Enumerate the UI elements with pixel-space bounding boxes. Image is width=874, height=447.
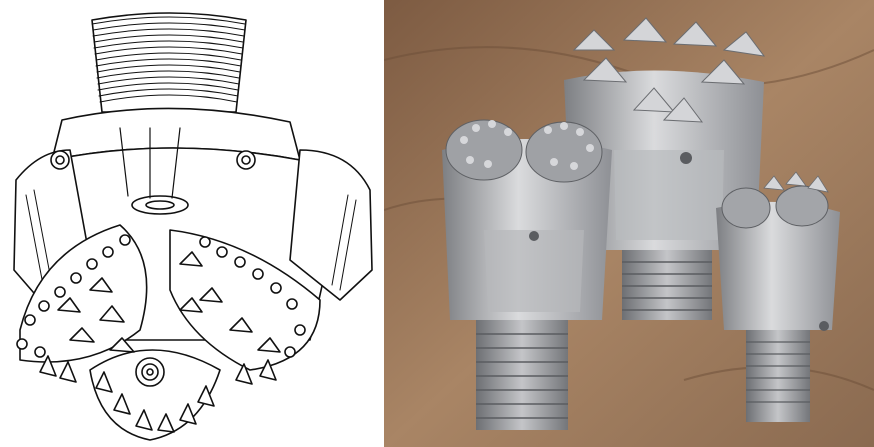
tricone-drill-bit-line-drawing-icon <box>13 12 373 441</box>
drill-bit-drawing-panel <box>0 0 384 447</box>
tricone-drill-bits-photo-icon <box>384 0 874 447</box>
drill-bits-photo-panel <box>384 0 874 447</box>
